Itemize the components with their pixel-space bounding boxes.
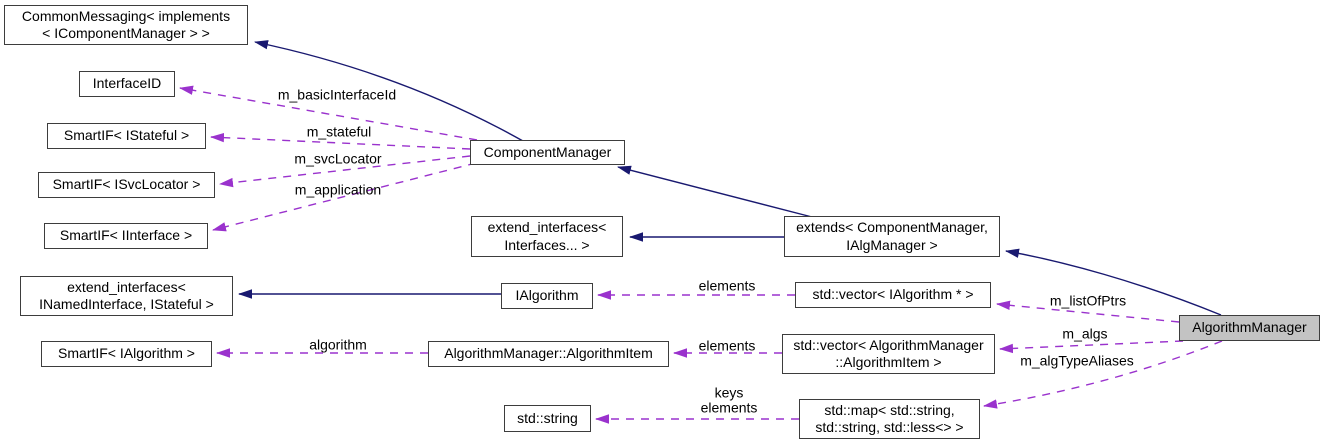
node-smartif-isvclocator[interactable]: SmartIF< ISvcLocator > bbox=[38, 172, 215, 198]
node-ialgorithm[interactable]: IAlgorithm bbox=[501, 283, 593, 309]
node-algorithmmanager-algorithmitem[interactable]: AlgorithmManager::AlgorithmItem bbox=[428, 341, 669, 367]
node-extend-interfaces-variadic[interactable]: extend_interfaces< Interfaces... > bbox=[471, 216, 623, 257]
edge-algorithmmanager-to-extends bbox=[1005, 248, 1222, 316]
edge-m-stateful bbox=[210, 132, 471, 150]
edge-label-m-basicinterfaceid: m_basicInterfaceId bbox=[277, 86, 397, 103]
node-std-string[interactable]: std::string bbox=[504, 405, 591, 432]
node-interfaceid[interactable]: InterfaceID bbox=[79, 71, 175, 97]
edge-m-application bbox=[212, 162, 477, 232]
edge-extends-to-componentmanager bbox=[617, 165, 813, 218]
node-componentmanager[interactable]: ComponentManager bbox=[470, 140, 625, 165]
edge-label-elements-2: elements bbox=[698, 337, 756, 354]
node-vector-ialgorithm-ptr[interactable]: std::vector< IAlgorithm * > bbox=[795, 282, 991, 308]
edge-m-algtypealiases bbox=[983, 340, 1223, 409]
node-smartif-iinterface[interactable]: SmartIF< IInterface > bbox=[44, 223, 208, 249]
edge-label-elements-1: elements bbox=[698, 277, 756, 294]
edge-label-m-algs: m_algs bbox=[1062, 325, 1108, 342]
node-algorithmmanager-focus: AlgorithmManager bbox=[1179, 315, 1320, 341]
node-std-map[interactable]: std::map< std::string, std::string, std:… bbox=[799, 399, 980, 439]
edge-componentmanager-to-commonmessaging bbox=[254, 40, 524, 142]
node-extend-interfaces-inamedinterface[interactable]: extend_interfaces< INamedInterface, ISta… bbox=[20, 276, 233, 316]
edge-m-algs bbox=[999, 340, 1184, 354]
node-extends-componentmanager-ialgmanager[interactable]: extends< ComponentManager, IAlgManager > bbox=[784, 216, 1000, 257]
edge-label-m-stateful: m_stateful bbox=[306, 123, 372, 140]
edge-label-m-listofptrs: m_listOfPtrs bbox=[1049, 292, 1127, 309]
node-vector-algorithmitem[interactable]: std::vector< AlgorithmManager ::Algorith… bbox=[782, 334, 995, 374]
edge-label-algorithm: algorithm bbox=[309, 336, 367, 353]
edge-label-m-svclocator: m_svcLocator bbox=[294, 150, 382, 167]
edge-m-listofptrs bbox=[996, 300, 1180, 323]
node-commonmessaging[interactable]: CommonMessaging< implements < IComponent… bbox=[4, 5, 248, 45]
node-smartif-ialgorithm[interactable]: SmartIF< IAlgorithm > bbox=[41, 341, 212, 367]
node-smartif-istateful[interactable]: SmartIF< IStateful > bbox=[47, 123, 206, 149]
edge-label-m-algtypealiases: m_algTypeAliases bbox=[1020, 352, 1134, 369]
edge-m-basicinterfaceid bbox=[179, 85, 478, 141]
edge-label-keys-elements: keys elements bbox=[700, 384, 758, 415]
edge-m-svclocator bbox=[219, 155, 471, 188]
edge-label-m-application: m_application bbox=[294, 181, 382, 198]
